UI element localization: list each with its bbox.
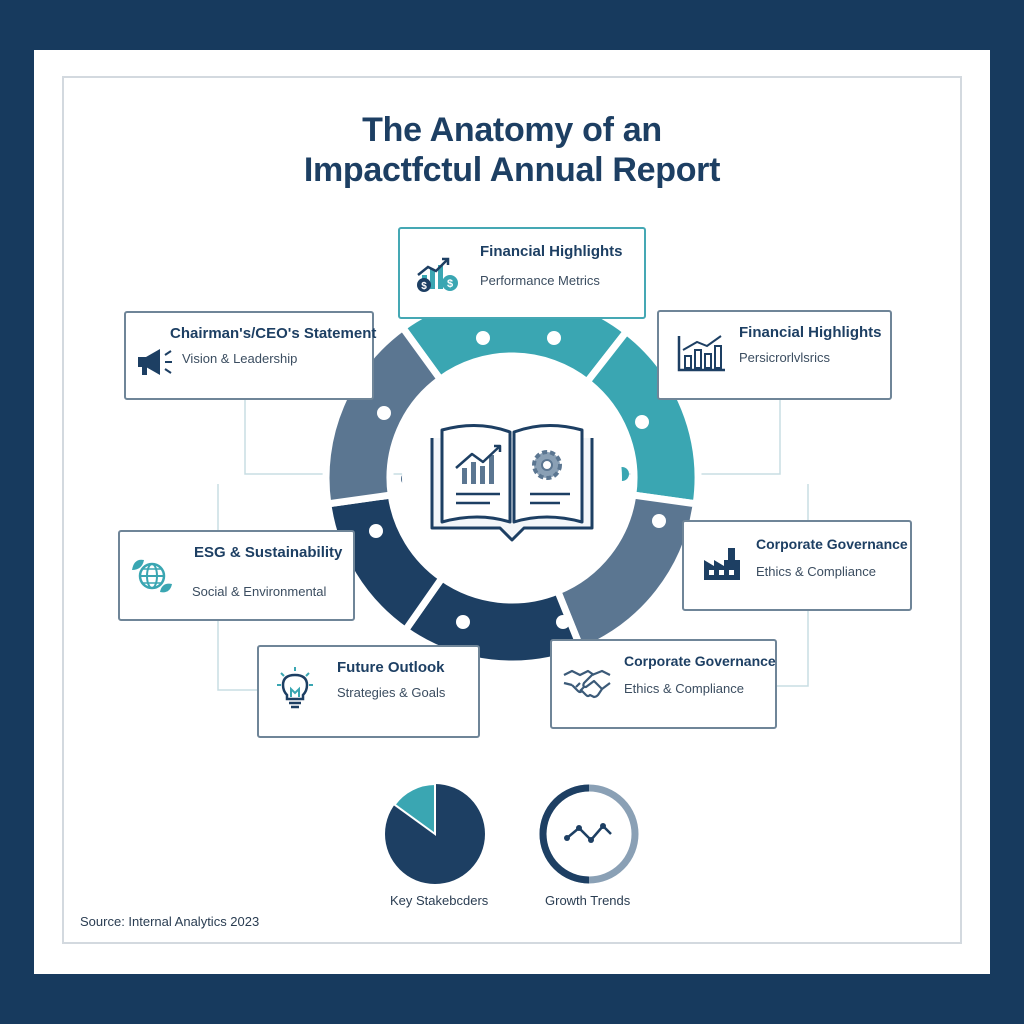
card-heading: ESG & Sustainability [194, 544, 343, 561]
trend-point-4 [600, 823, 606, 829]
globe-leaf-icon [132, 559, 172, 593]
card-heading: Corporate Governance [756, 536, 908, 552]
card-esg-sustainability[interactable]: ESG & Sustainability Social & Environmen… [118, 530, 355, 621]
trend-point-1 [564, 835, 570, 841]
key-stakeholders-label: Key Stakebcders [390, 893, 489, 908]
chart-dollar-icon: $ $ [417, 257, 458, 292]
card-heading: Corporate Governance [624, 653, 776, 669]
card-subtitle: Ethics & Compliance [624, 681, 744, 696]
bar-chart-icon [677, 335, 725, 372]
growth-trends-label: Growth Trends [545, 893, 631, 908]
ring-progress-arc [539, 784, 590, 884]
card-subtitle: Performance Metrics [480, 273, 600, 288]
pie-chart-icon [385, 782, 485, 884]
svg-text:$: $ [447, 278, 453, 290]
card-subtitle: Strategies & Goals [337, 685, 446, 700]
trend-point-3 [588, 837, 594, 843]
card-financial-highlights-right[interactable]: Financial Highlights Persicrorlvlsrics [657, 310, 892, 400]
card-subtitle: Persicrorlvlsrics [739, 350, 830, 365]
handshake-icon [563, 669, 611, 699]
card-heading: Future Outlook [337, 659, 445, 676]
card-future-outlook[interactable]: Future Outlook Strategies & Goals [257, 645, 480, 738]
poster-frame [62, 76, 962, 944]
card-subtitle: Ethics & Compliance [756, 564, 876, 579]
card-corporate-governance-right[interactable]: Corporate Governance Ethics & Compliance [682, 520, 912, 611]
card-subtitle: Social & Environmental [192, 584, 327, 599]
title-line-1: The Anatomy of an [362, 111, 662, 149]
card-heading: Financial Highlights [480, 243, 623, 260]
title-line-2: Impactfctul Annual Report [303, 151, 721, 189]
pie-slice-highlight [393, 782, 436, 836]
lightbulb-icon [277, 667, 313, 709]
card-heading: Chairman's/CEO's Statement [170, 325, 377, 342]
card-chairman-statement[interactable]: Chairman's/CEO's Statement Vision & Lead… [124, 311, 377, 400]
card-financial-highlights-top[interactable]: $ $ Financial Highlights Performance Met… [398, 227, 646, 319]
ring-line-chart-icon [539, 784, 639, 884]
source-note: Source: Internal Analytics 2023 [80, 914, 260, 929]
open-book-chart-gear-icon [430, 423, 594, 542]
card-subtitle: Vision & Leadership [182, 351, 298, 366]
card-corporate-governance-bottom[interactable]: Corporate Governance Ethics & Compliance [550, 639, 777, 729]
card-heading: Financial Highlights [739, 324, 882, 341]
trend-point-2 [576, 825, 582, 831]
svg-text:$: $ [421, 281, 427, 292]
factory-icon [704, 548, 740, 580]
megaphone-icon [138, 349, 172, 375]
